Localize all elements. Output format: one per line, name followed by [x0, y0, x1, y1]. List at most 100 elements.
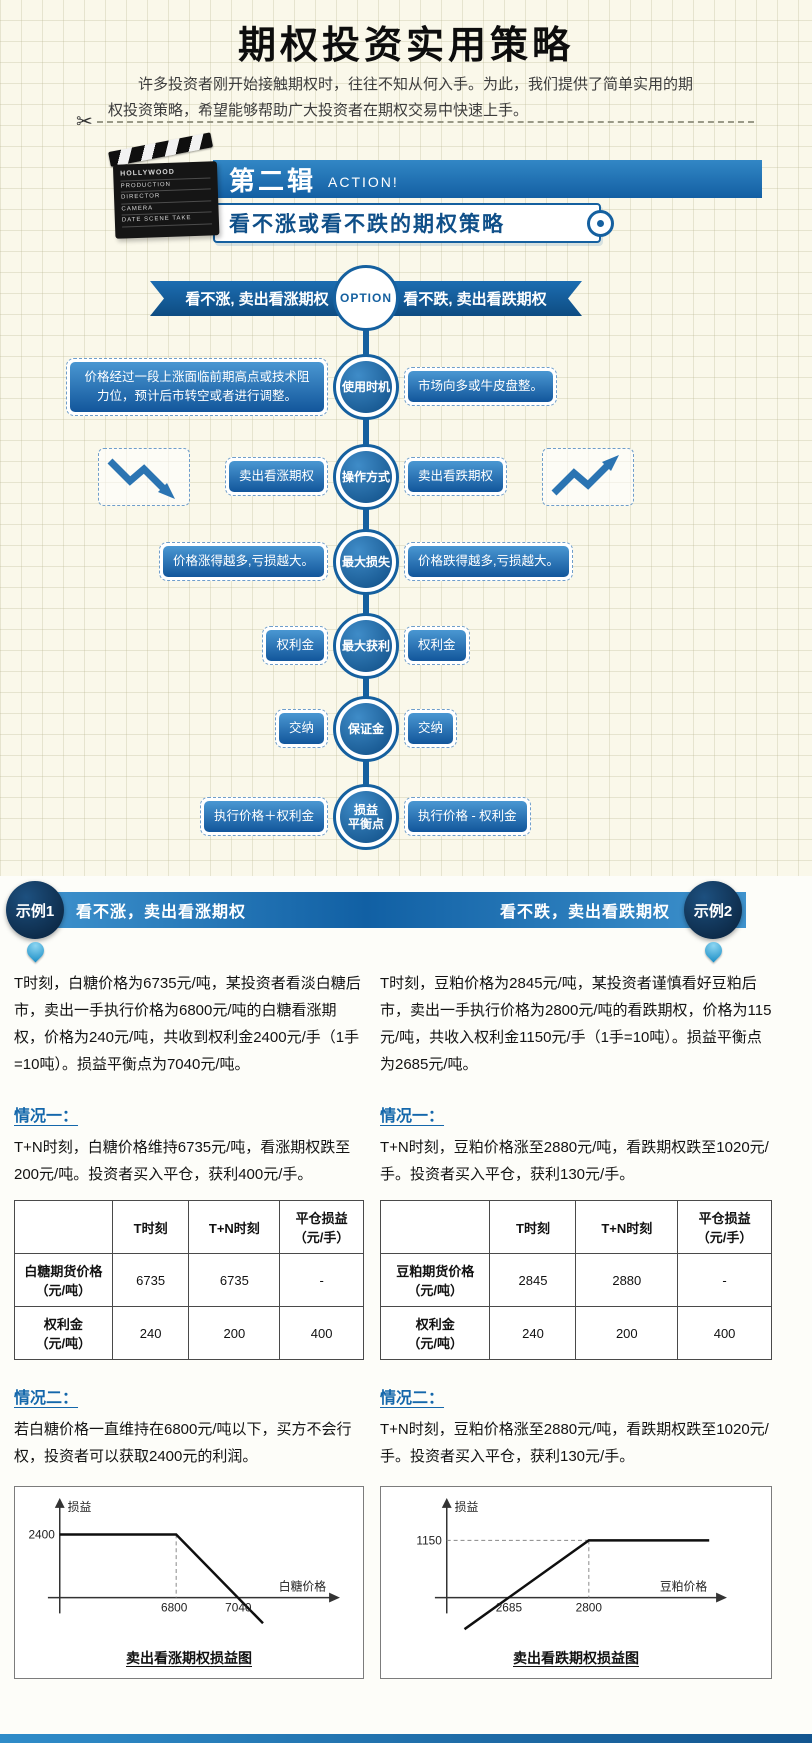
flow-tag-text: 执行价格 - 权利金 — [408, 801, 527, 832]
flow-tag: 价格跌得越多,亏损越大。 — [404, 542, 573, 581]
table-cell: 6735 — [188, 1253, 281, 1307]
flow-tag-text: 交纳 — [408, 713, 454, 744]
clapperboard-icon: HOLLYWOOD PRODUCTION DIRECTOR CAMERA DAT… — [108, 132, 220, 242]
pin-icon — [23, 938, 48, 963]
pin-icon — [701, 938, 726, 963]
example2-table: T时刻 T+N时刻 平仓损益 （元/手） 豆粕期货价格 （元/吨） 2845 2… — [379, 1200, 772, 1360]
example1-case1-text: T+N时刻，白糖价格维持6735元/吨，看涨期权跌至200元/吨。投资者买入平仓… — [14, 1139, 351, 1183]
flow-node-label: 最大获利 — [340, 620, 392, 672]
table-row: 权利金 （元/吨） 240 200 400 — [14, 1306, 364, 1360]
example1-case2-text: 若白糖价格一直维持在6800元/吨以下，买方不会行权，投资者可以获取2400元的… — [14, 1421, 352, 1465]
intro-text: 许多投资者刚开始接触期权时，往往不知从何入手。为此，我们提供了简单实用的期权投资… — [108, 76, 694, 120]
example1-case2-heading: 情况二： — [14, 1390, 79, 1407]
table-cell: 权利金 （元/吨） — [379, 1306, 491, 1360]
examples-section: 看不涨，卖出看涨期权 看不跌，卖出看跌期权 示例1 示例2 T时刻，白糖价格为6… — [0, 876, 812, 1743]
example1-header-bar: 看不涨，卖出看涨期权 — [30, 892, 366, 928]
example2-badge: 示例2 — [684, 881, 742, 939]
flow-tag-text: 价格涨得越多,亏损越大。 — [163, 546, 324, 577]
episode-number: 第二辑 — [229, 165, 317, 196]
flow-tag: 市场向多或牛皮盘整。 — [404, 367, 558, 406]
uptrend-arrow-icon — [551, 455, 619, 496]
table-cell: 400 — [279, 1306, 364, 1360]
flow-tag: 卖出看涨期权 — [224, 457, 328, 496]
flow-tag: 交纳 — [404, 709, 458, 748]
flow-node-label: 使用时机 — [340, 361, 392, 413]
flow-node: 使用时机 — [333, 354, 399, 420]
strategy-flow-diagram: 看不涨, 卖出看涨期权 看不跌, 卖出看跌期权 OPTION 价格经过一段上涨面… — [0, 262, 812, 874]
table-header: 平仓损益 （元/手） — [279, 1200, 364, 1254]
flow-tag: 执行价格 - 权利金 — [404, 797, 531, 836]
flow-tag: 卖出看跌期权 — [404, 457, 508, 496]
example2-case1-text: T+N时刻，豆粕价格涨至2880元/吨，看跌期权跌至1020元/手。投资者买入平… — [380, 1139, 769, 1183]
table-header-row: T时刻 T+N时刻 平仓损益 （元/手） — [379, 1200, 772, 1254]
premium-level-label: 2400 — [28, 1527, 55, 1541]
table-row: 豆粕期货价格 （元/吨） 2845 2880 - — [379, 1253, 772, 1307]
example1-badge: 示例1 — [6, 881, 64, 939]
flow-tag-text: 价格经过一段上涨面临前期高点或技术阻力位，预计后市转空或者进行调整。 — [70, 362, 324, 412]
example2-intro: T时刻，豆粕价格为2845元/吨，某投资者谨慎看好豆粕后市，卖出一手执行价格为2… — [380, 975, 772, 1073]
table-cell: 白糖期货价格 （元/吨） — [14, 1253, 113, 1307]
x-axis-label: 豆粕价格 — [660, 1580, 707, 1594]
table-header — [14, 1200, 113, 1254]
table-header: T+N时刻 — [188, 1200, 281, 1254]
table-header: T+N时刻 — [575, 1200, 679, 1254]
y-axis-label: 损益 — [68, 1500, 92, 1514]
example2-case2-text: T+N时刻，豆粕价格涨至2880元/吨，看跌期权跌至1020元/手。投资者买入平… — [380, 1421, 769, 1465]
flow-tag: 价格经过一段上涨面临前期高点或技术阻力位，预计后市转空或者进行调整。 — [66, 358, 328, 416]
example2-payoff-chart: 损益 1150 2685 2800 豆粕价格 卖出看跌期权损益图 — [380, 1486, 772, 1679]
table-cell: 400 — [677, 1306, 772, 1360]
x-axis-label: 白糖价格 — [279, 1580, 326, 1594]
table-row: 白糖期货价格 （元/吨） 6735 6735 - — [14, 1253, 364, 1307]
flow-tag-text: 价格跌得越多,亏损越大。 — [408, 546, 569, 577]
table-cell: 240 — [111, 1306, 190, 1360]
example2-column: T时刻，豆粕价格为2845元/吨，某投资者谨慎看好豆粕后市，卖出一手执行价格为2… — [379, 968, 772, 1679]
option-label: OPTION — [340, 272, 392, 324]
clapper-text: DATE SCENE TAKE — [121, 212, 213, 228]
table-cell: 200 — [575, 1306, 679, 1360]
flow-tag-text: 市场向多或牛皮盘整。 — [408, 371, 554, 402]
examples-header: 看不涨，卖出看涨期权 看不跌，卖出看跌期权 示例1 示例2 — [0, 876, 812, 968]
flow-tag-text: 权利金 — [266, 630, 324, 661]
example2-chart-caption: 卖出看跌期权损益图 — [513, 1650, 639, 1666]
ribbon-left: 看不涨, 卖出看涨期权 — [150, 281, 352, 316]
flow-node: 保证金 — [333, 696, 399, 762]
flow-node-label: 损益 平衡点 — [340, 791, 392, 843]
table-cell: 240 — [489, 1306, 577, 1360]
option-node: OPTION — [333, 265, 399, 331]
flow-tag-text: 交纳 — [278, 713, 324, 744]
clapper-body: HOLLYWOOD PRODUCTION DIRECTOR CAMERA DAT… — [112, 161, 220, 239]
table-cell: - — [279, 1253, 364, 1307]
flow-tag: 权利金 — [262, 626, 328, 665]
flow-tag-text: 卖出看跌期权 — [408, 461, 504, 492]
example1-case1-heading: 情况一： — [14, 1108, 79, 1125]
example1-column: T时刻，白糖价格为6735元/吨，某投资者看淡白糖后市，卖出一手执行价格为680… — [14, 968, 364, 1679]
table-header: T时刻 — [489, 1200, 577, 1254]
episode-subtitle-scroll: 看不涨或看不跌的期权策略 — [213, 203, 614, 243]
table-row: 权利金 （元/吨） 240 200 400 — [379, 1306, 772, 1360]
y-axis-label: 损益 — [455, 1500, 479, 1514]
scissors-icon: ✂ — [76, 111, 93, 133]
ribbon-right: 看不跌, 卖出看跌期权 — [380, 281, 582, 316]
table-header — [379, 1200, 491, 1254]
flow-tag: 权利金 — [404, 626, 470, 665]
example1-intro: T时刻，白糖价格为6735元/吨，某投资者看淡白糖后市，卖出一手执行价格为680… — [14, 975, 361, 1073]
table-cell: 权利金 （元/吨） — [14, 1306, 113, 1360]
example2-header-bar: 看不跌，卖出看跌期权 — [366, 892, 746, 928]
table-header-row: T时刻 T+N时刻 平仓损益 （元/手） — [14, 1200, 364, 1254]
breakeven-label: 7040 — [225, 1600, 252, 1614]
downtrend-arrow-icon — [107, 458, 175, 499]
example2-case2-heading: 情况二： — [380, 1390, 445, 1407]
downtrend-arrow-box — [98, 448, 190, 506]
flow-node-label: 操作方式 — [340, 451, 392, 503]
example1-table: T时刻 T+N时刻 平仓损益 （元/手） 白糖期货价格 （元/吨） 6735 6… — [14, 1200, 364, 1360]
table-cell: 2880 — [575, 1253, 679, 1307]
flow-node-label: 保证金 — [340, 703, 392, 755]
scroll-roll-icon — [587, 210, 614, 237]
flow-tag-text: 权利金 — [408, 630, 466, 661]
table-cell: 2845 — [489, 1253, 577, 1307]
example2-case1-heading: 情况一： — [380, 1108, 445, 1125]
table-header: 平仓损益 （元/手） — [677, 1200, 772, 1254]
dashed-line — [96, 121, 754, 123]
flow-node: 损益 平衡点 — [333, 784, 399, 850]
